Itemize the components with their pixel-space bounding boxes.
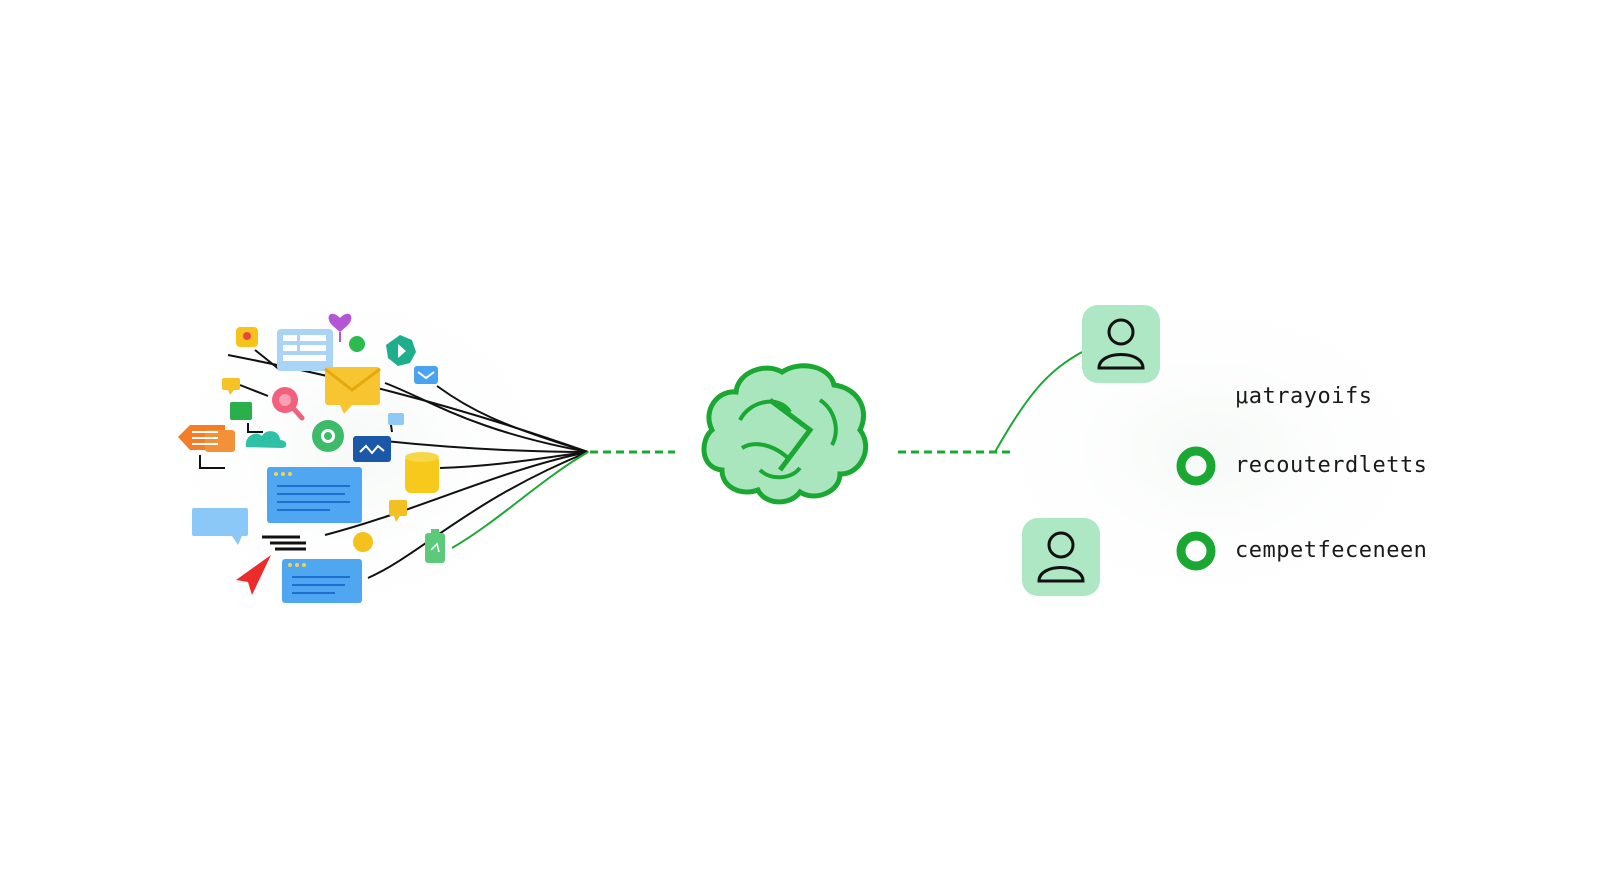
cursor-arrow-icon	[236, 555, 271, 595]
database-icon	[405, 452, 439, 493]
tag-icon	[230, 402, 252, 420]
brain-icon	[701, 363, 868, 505]
form-icon	[277, 329, 333, 371]
cloud-icon	[245, 431, 287, 448]
chat-icon	[414, 366, 438, 384]
browser-window-icon	[267, 467, 362, 523]
coin-icon	[353, 532, 373, 552]
speech-bubble-icon	[192, 508, 248, 545]
connector-lines	[199, 349, 589, 579]
gear-icon	[312, 420, 344, 452]
user-connector	[994, 351, 1083, 453]
output-item-label: cempetfeceneen	[1235, 538, 1428, 563]
highlight-connector	[451, 451, 589, 549]
dot-icon	[349, 336, 365, 352]
battery-icon	[425, 529, 445, 563]
ring-bullet-icon	[1176, 531, 1216, 571]
message-icon	[222, 378, 240, 395]
browser-card-icon	[282, 559, 362, 603]
output-heading: μatrayoifs	[1235, 384, 1373, 409]
heart-icon	[328, 313, 352, 342]
output-item-label: recouterdletts	[1235, 453, 1428, 478]
user-icon	[1082, 305, 1160, 383]
menu-lines-icon	[262, 535, 306, 551]
flag-icon	[178, 425, 235, 452]
pin-icon	[388, 413, 407, 522]
search-icon	[272, 387, 305, 421]
note-icon	[236, 327, 258, 347]
wave-card-icon	[353, 436, 391, 462]
source-icon-cluster	[178, 313, 445, 603]
user-icon	[1022, 518, 1100, 596]
gear-badge-icon	[386, 335, 416, 366]
envelope-icon	[324, 367, 381, 414]
ring-bullet-icon	[1176, 446, 1216, 486]
